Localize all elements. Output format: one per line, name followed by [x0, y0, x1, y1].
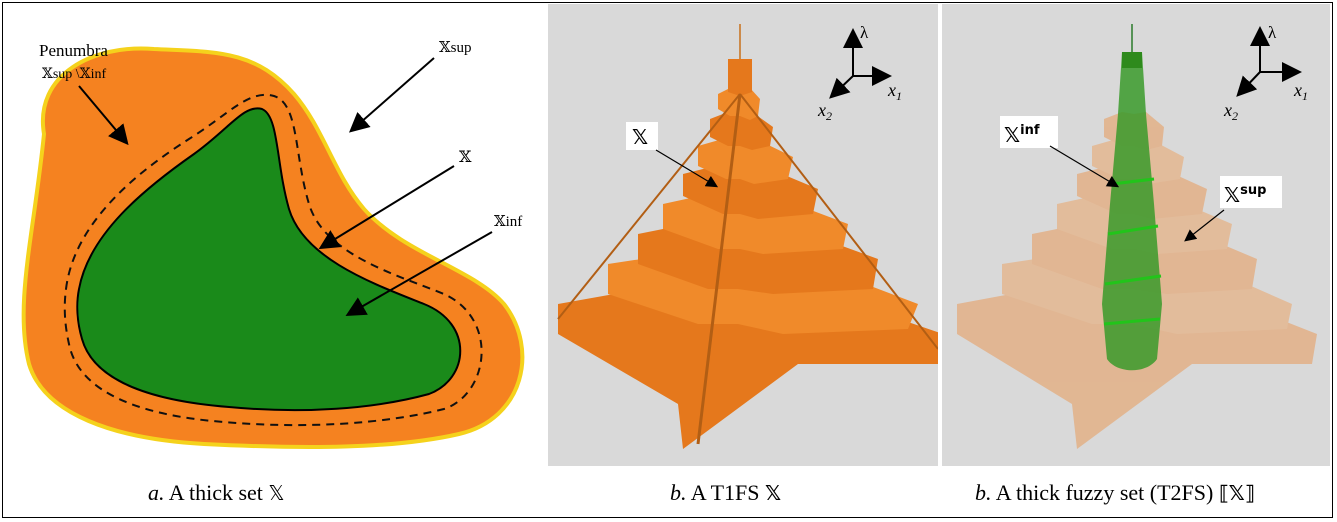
- set-arrow: [318, 165, 455, 250]
- caption-a-symbol: 𝕏: [268, 481, 285, 505]
- caption-a-text: A thick set: [168, 480, 263, 505]
- axes-icon: [1236, 26, 1302, 97]
- axis-x2: x2: [817, 100, 832, 123]
- sup-label: 𝕏sup: [1224, 183, 1266, 207]
- thick-set-diagram: Penumbra 𝕏sup \𝕏inf 𝕏sup 𝕏 𝕏inf: [21, 40, 525, 449]
- axes-icon: [829, 28, 892, 99]
- sup-label-box: [1220, 176, 1282, 208]
- stepped-star-pyramid: [557, 24, 938, 449]
- axis-x1: x1: [1293, 80, 1308, 103]
- caption-b-symbol: 𝕏: [764, 481, 782, 505]
- penumbra-expression: 𝕏sup \𝕏inf: [42, 67, 106, 82]
- caption-b: b. A T1FS 𝕏: [670, 480, 781, 506]
- axis-lambda: λ: [860, 23, 869, 42]
- caption-b-text: A T1FS: [690, 480, 760, 505]
- sup-label: 𝕏sup: [439, 40, 471, 56]
- inf-label: 𝕏inf: [1004, 123, 1040, 147]
- dashed-boundary-x: [63, 93, 483, 427]
- caption-c-letter: b.: [975, 480, 992, 505]
- t1fs-render: 𝕏 λ x1 x2: [548, 4, 938, 466]
- caption-c-symbol: ⟦𝕏⟧: [1218, 481, 1255, 505]
- inf-label: 𝕏inf: [494, 214, 522, 230]
- axis-x1: x1: [887, 80, 902, 103]
- inf-label-box: [1000, 116, 1058, 148]
- penumbra-arrow: [78, 85, 129, 146]
- inf-arrow: [1049, 145, 1120, 188]
- set-label: 𝕏: [459, 149, 472, 166]
- thick-fuzzy-set-render: 𝕏inf 𝕏sup λ x1 x2: [942, 4, 1330, 466]
- set-label-box: [626, 122, 658, 150]
- sup-arrow: [348, 57, 435, 133]
- caption-a-letter: a.: [148, 480, 165, 505]
- sup-arrow: [1184, 209, 1225, 242]
- green-core: [1102, 24, 1162, 371]
- caption-c-text: A thick fuzzy set (T2FS): [995, 480, 1214, 505]
- set-label: 𝕏: [632, 125, 648, 149]
- inner-region-inf: [76, 107, 462, 412]
- penumbra-label: Penumbra: [39, 41, 108, 60]
- set-arrow: [655, 149, 719, 188]
- inf-arrow: [345, 231, 493, 316]
- axis-lambda: λ: [1268, 23, 1277, 42]
- axis-x2: x2: [1223, 100, 1238, 123]
- caption-a: a. A thick set 𝕏: [148, 480, 285, 506]
- caption-b-letter: b.: [670, 480, 687, 505]
- caption-c: b. A thick fuzzy set (T2FS) ⟦𝕏⟧: [975, 480, 1254, 506]
